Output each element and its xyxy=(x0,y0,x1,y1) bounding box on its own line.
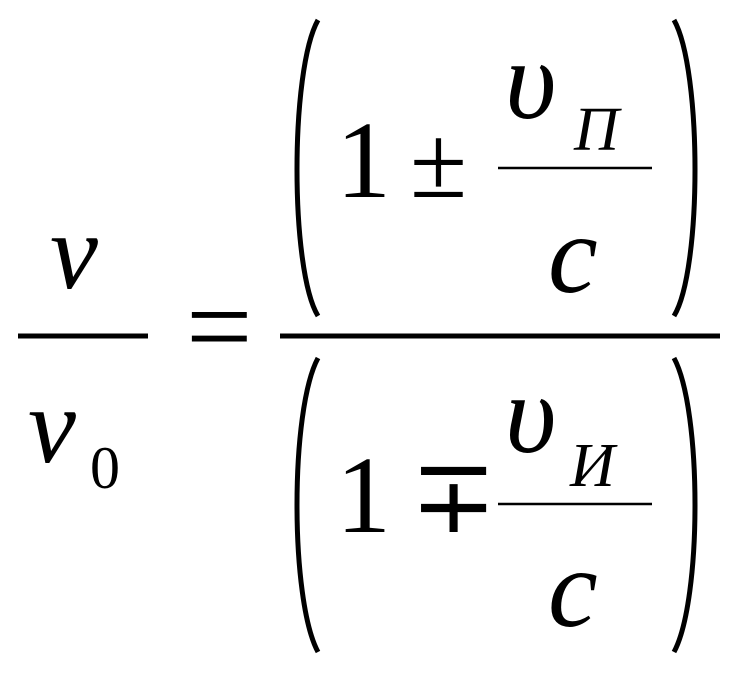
denominator-minus-plus: ∓ xyxy=(410,440,497,555)
numerator-divisor-c: c xyxy=(548,193,598,317)
numerator-left-paren xyxy=(294,18,321,318)
numerator-velocity-subscript: П xyxy=(573,96,622,164)
lhs-denominator-nu: ν xyxy=(28,367,76,486)
denominator-divisor-c: c xyxy=(548,527,598,651)
denominator-velocity-symbol: υ xyxy=(505,353,556,477)
denominator-one: 1 xyxy=(336,434,391,556)
lhs-numerator-nu: ν xyxy=(50,193,98,312)
numerator-plus-minus: ± xyxy=(410,105,467,220)
lhs-denominator-subscript: 0 xyxy=(90,435,120,501)
equals-sign: = xyxy=(186,261,253,392)
numerator-velocity-symbol: υ xyxy=(505,19,556,143)
numerator-one: 1 xyxy=(336,99,391,221)
denominator-velocity-subscript: И xyxy=(569,432,618,500)
denominator-right-paren xyxy=(671,356,698,654)
numerator-right-paren xyxy=(671,18,698,318)
denominator-left-paren xyxy=(294,356,321,654)
